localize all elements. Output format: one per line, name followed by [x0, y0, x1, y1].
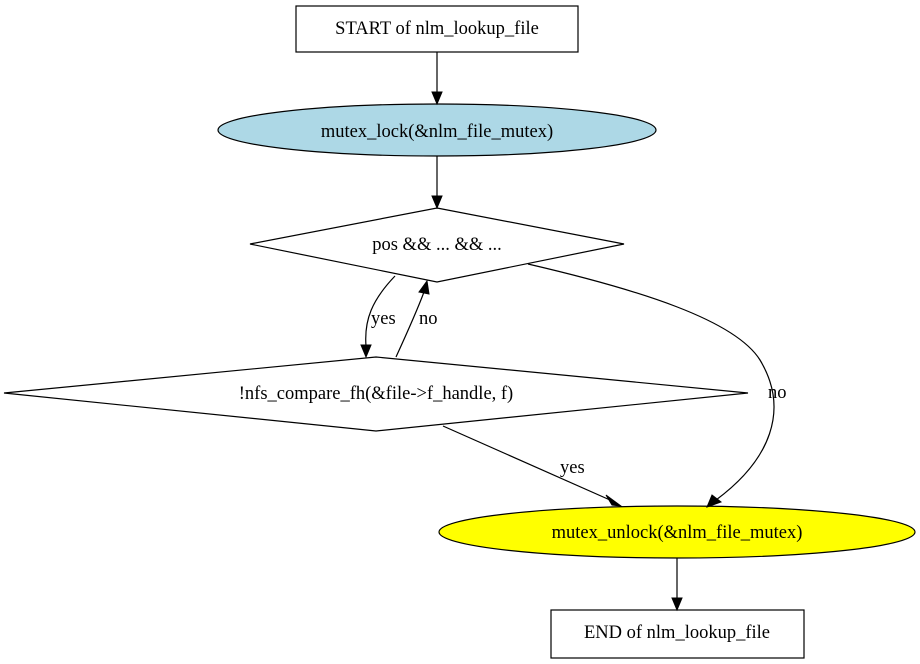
condition-pos-diamond	[249, 207, 625, 283]
edge-lock-to-cond1	[431, 156, 443, 210]
node-mutex-lock[interactable]: mutex_lock(&nlm_file_mutex)	[217, 103, 657, 157]
edge-cond2-to-unlock-yes: yes	[442, 425, 623, 507]
condition-compare-label: !nfs_compare_fh(&file->f_handle, f)	[239, 384, 513, 404]
node-end[interactable]: END of nlm_lookup_file	[550, 609, 805, 659]
end-label: END of nlm_lookup_file	[584, 623, 770, 643]
arrowhead-icon	[605, 494, 623, 507]
mutex-unlock-label: mutex_unlock(&nlm_file_mutex)	[552, 523, 803, 543]
edge-label-yes-2: yes	[560, 458, 585, 478]
end-box	[550, 609, 805, 659]
condition-compare-diamond	[3, 356, 749, 432]
edge-cond1-cond2-line	[365, 275, 396, 347]
start-label: START of nlm_lookup_file	[335, 19, 539, 39]
arrowhead-icon	[706, 494, 723, 508]
arrowhead-icon	[671, 597, 683, 612]
arrowhead-icon	[431, 91, 443, 106]
arrowhead-icon	[360, 344, 372, 359]
edge-cond1-to-unlock-no: no	[527, 263, 787, 508]
arrowhead-icon	[418, 279, 430, 295]
mutex-lock-label: mutex_lock(&nlm_file_mutex)	[321, 122, 553, 142]
node-condition-pos[interactable]: pos && ... && ...	[249, 207, 625, 283]
edge-label-no-2: no	[768, 383, 787, 403]
edge-cond1-to-cond2-yes: yes	[360, 275, 396, 359]
edge-cond2-cond1-line	[395, 291, 425, 358]
edge-label-yes-1: yes	[371, 309, 396, 329]
edge-cond2-unlock-line	[442, 425, 611, 501]
edge-label-no-1: no	[419, 309, 438, 329]
node-mutex-unlock[interactable]: mutex_unlock(&nlm_file_mutex)	[438, 505, 916, 559]
edge-cond2-to-cond1-no: no	[395, 279, 438, 358]
edge-start-to-lock	[431, 52, 443, 106]
node-start[interactable]: START of nlm_lookup_file	[295, 5, 579, 53]
condition-pos-label: pos && ... && ...	[372, 235, 502, 255]
start-box	[295, 5, 579, 53]
node-condition-compare[interactable]: !nfs_compare_fh(&file->f_handle, f)	[3, 356, 749, 432]
arrowhead-icon	[431, 195, 443, 210]
edge-unlock-to-end	[671, 558, 683, 612]
edge-cond1-unlock-line	[527, 263, 775, 501]
